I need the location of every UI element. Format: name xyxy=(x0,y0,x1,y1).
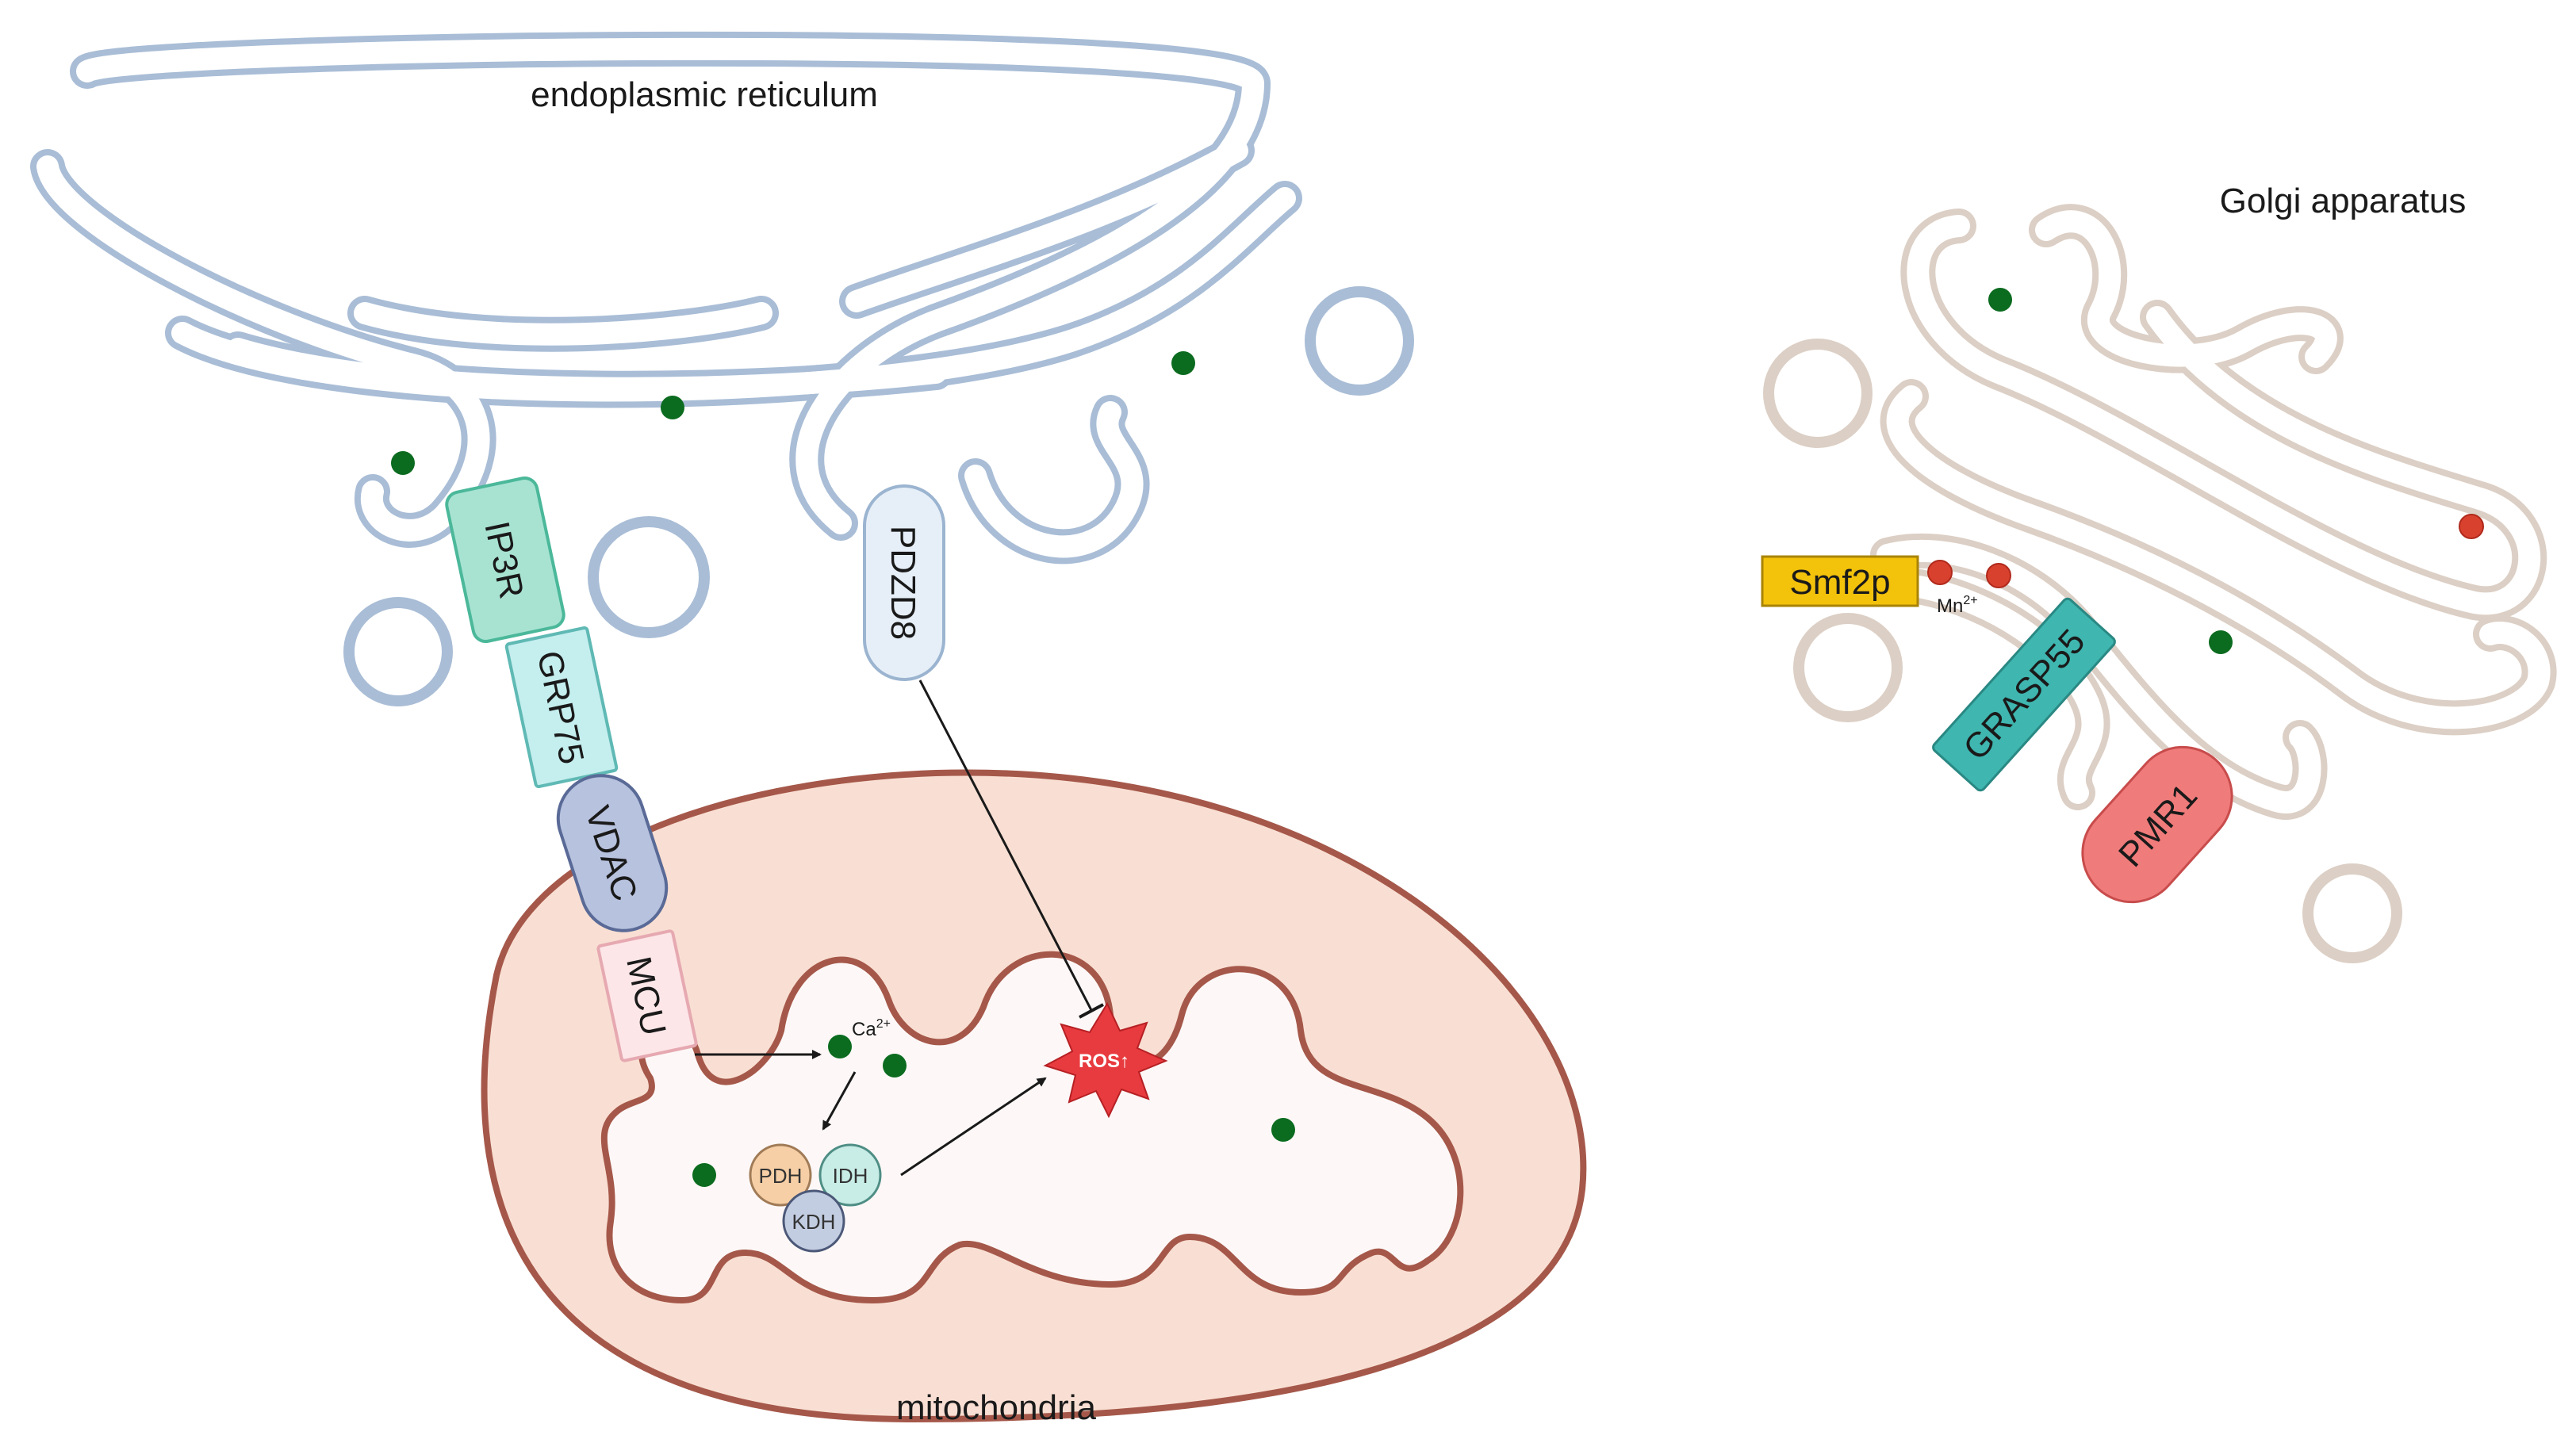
golgi-calcium-dots xyxy=(1988,288,2233,654)
golgi-manganese-dots xyxy=(1927,514,2484,588)
ros-label: ROS↑ xyxy=(1079,1051,1129,1072)
mito-label: mitochondria xyxy=(896,1388,1096,1427)
calcium-label: Ca2+ xyxy=(852,1017,891,1040)
pdzd8-protein: PDZD8 xyxy=(863,484,945,681)
ip3r-protein: IP3R xyxy=(445,477,565,643)
ros-burst: ROS↑ xyxy=(1043,1001,1168,1119)
calcium-to-enzymes-arrow xyxy=(822,1071,857,1131)
golgi-vesicles xyxy=(1763,339,2402,963)
idh-label: IDH xyxy=(833,1164,868,1188)
tca-enzyme-complex: PDH IDH KDH xyxy=(749,1143,882,1253)
smf2p-protein: Smf2p xyxy=(1761,555,1919,607)
endoplasmic-reticulum xyxy=(30,31,1414,706)
pmr1-protein: PMR1 xyxy=(2081,745,2233,904)
grp75-protein: GRP75 xyxy=(504,626,619,789)
mitochondrion xyxy=(481,769,1587,1423)
pdh-label: PDH xyxy=(759,1164,803,1188)
pdzd8-label: PDZD8 xyxy=(884,526,922,640)
pdh-enzyme: PDH xyxy=(749,1143,812,1207)
kdh-enzyme: KDH xyxy=(782,1189,845,1253)
golgi-apparatus xyxy=(1763,204,2557,963)
er-label: endoplasmic reticulum xyxy=(531,75,878,114)
enzymes-to-ros-arrow xyxy=(900,1077,1047,1177)
mcu-protein: MCU xyxy=(596,929,698,1062)
idh-enzyme: IDH xyxy=(818,1143,882,1207)
smf2p-label: Smf2p xyxy=(1789,563,1890,602)
pdzd8-inhibits-ros-line xyxy=(918,679,1093,1011)
er-calcium-dots xyxy=(391,351,1195,475)
golgi-label: Golgi apparatus xyxy=(2220,182,2467,220)
mito-calcium-dots xyxy=(692,1035,1295,1187)
kdh-label: KDH xyxy=(792,1210,836,1234)
pathway-arrows xyxy=(695,679,1104,1177)
vdac-protein: VDAC xyxy=(556,774,669,932)
manganese-label: Mn2+ xyxy=(1937,594,1978,617)
ros-star-icon xyxy=(1043,1001,1168,1119)
er-vesicles xyxy=(343,286,1414,706)
pdzd8-inhibition-bar xyxy=(1079,1003,1104,1019)
